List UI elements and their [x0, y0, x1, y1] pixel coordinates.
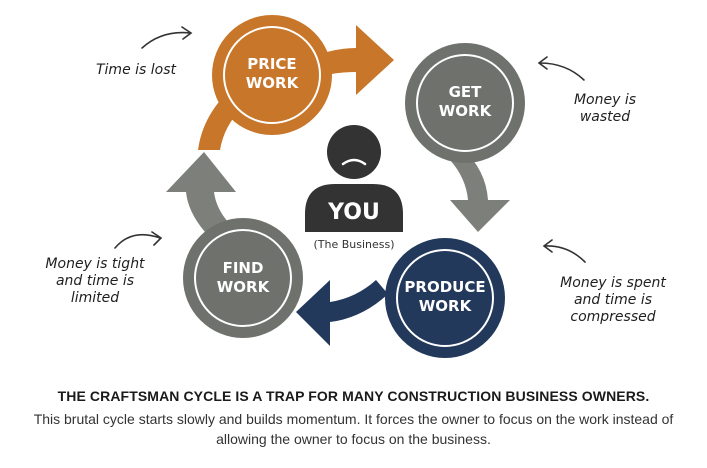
note-arrow-money-tight: [114, 231, 163, 249]
note-money-tight: Money is tight and time is limited: [30, 256, 160, 307]
headline: THE CRAFTSMAN CYCLE IS A TRAP FOR MANY C…: [57, 388, 650, 404]
node-find-work: FIND WORK: [183, 218, 303, 338]
node-get-work-line1: GET: [449, 83, 483, 101]
note-money-spent-line1: Money is spent: [560, 275, 666, 291]
node-price-work: PRICE WORK: [212, 15, 332, 135]
note-money-spent: Money is spent and time is compressed: [548, 275, 678, 326]
node-produce-work-line1: PRODUCE: [404, 278, 485, 296]
note-money-tight-line3: limited: [70, 290, 120, 306]
note-arrow-money-spent: [542, 239, 586, 263]
note-arrow-money-wasted: [537, 56, 585, 81]
center-label: YOU: [327, 200, 380, 225]
node-find-work-line2: WORK: [217, 278, 271, 296]
note-money-wasted-line2: wasted: [579, 109, 631, 125]
node-price-work-line1: PRICE: [247, 55, 296, 73]
frown-mouth: [341, 158, 367, 166]
note-money-tight-line2: and time is: [55, 273, 135, 289]
note-arrow-time-lost: [141, 26, 193, 49]
node-price-work-line2: WORK: [246, 74, 300, 92]
craftsman-cycle-diagram: PRICE WORK GET WORK PRODUCE WORK FIND WO…: [114, 15, 586, 358]
note-money-wasted-line1: Money is: [573, 92, 637, 108]
note-time-lost-text: Time is lost: [95, 62, 176, 78]
node-get-work: GET WORK: [405, 43, 525, 163]
node-get-work-line2: WORK: [439, 102, 493, 120]
center-sublabel: (The Business): [313, 238, 394, 251]
arrow-find-to-price: [166, 152, 236, 232]
person-icon: [305, 125, 403, 232]
note-money-tight-line1: Money is tight: [45, 256, 145, 272]
note-money-wasted: Money is wasted: [555, 92, 655, 126]
node-produce-work: PRODUCE WORK: [385, 238, 505, 358]
arrow-price-to-get: [300, 25, 394, 95]
note-money-spent-line2: and time is: [573, 292, 653, 308]
note-time-lost: Time is lost: [86, 62, 186, 79]
note-money-spent-line3: compressed: [570, 309, 656, 325]
arrow-get-to-produce: [450, 148, 510, 232]
arrow-produce-to-find: [296, 280, 388, 346]
description: This brutal cycle starts slowly and buil…: [33, 411, 674, 447]
node-produce-work-line2: WORK: [419, 297, 473, 315]
node-find-work-line1: FIND: [223, 259, 264, 277]
